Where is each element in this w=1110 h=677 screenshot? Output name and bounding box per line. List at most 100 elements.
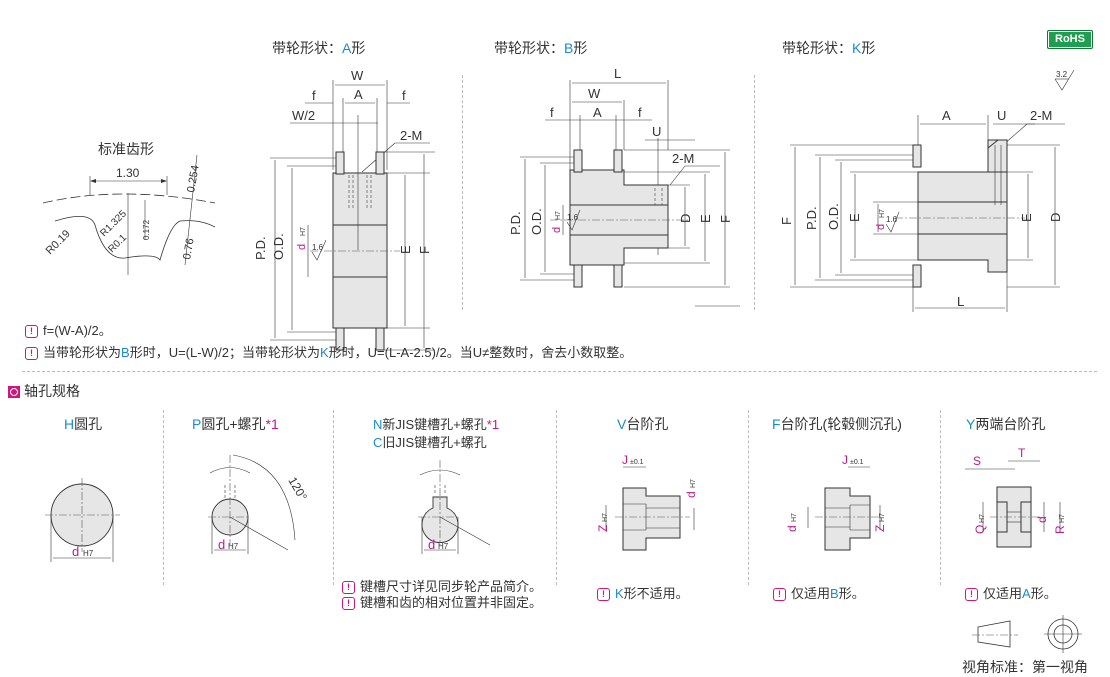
- divider: [748, 410, 749, 585]
- svg-text:d: d: [218, 537, 225, 552]
- svg-text:O.D.: O.D.: [826, 203, 841, 230]
- bore-f-note: !仅适用B形。: [773, 583, 865, 602]
- bore-type-y-title: Y两端台阶孔: [966, 416, 1046, 432]
- svg-text:d: d: [684, 491, 698, 498]
- bore-n-diagram: d H7: [418, 460, 491, 554]
- svg-text:Z: Z: [873, 525, 887, 532]
- bore-v-diagram: J ±0.1 Z H7 d H7: [596, 453, 698, 551]
- svg-text:A: A: [354, 87, 363, 102]
- divider: [940, 410, 941, 585]
- svg-text:1.6: 1.6: [886, 215, 898, 224]
- svg-text:1.6: 1.6: [567, 213, 579, 222]
- svg-text:d: d: [785, 525, 799, 532]
- bore-type-p-title: P圆孔+螺孔*1: [192, 416, 279, 432]
- svg-text:2-M: 2-M: [400, 128, 422, 143]
- note-icon: !: [342, 597, 355, 611]
- svg-text:2-M: 2-M: [672, 151, 694, 166]
- bore-n-note-2: !键槽和齿的相对位置并非固定。: [342, 592, 542, 611]
- svg-text:E: E: [698, 214, 713, 223]
- svg-text:O.D.: O.D.: [529, 208, 544, 235]
- bore-n-note-1: !键槽尺寸详见同步轮产品简介。: [342, 576, 542, 595]
- bore-type-f-title: F台阶孔(轮毂侧沉孔): [772, 416, 902, 432]
- svg-text:d: d: [296, 244, 308, 250]
- svg-text:1.6: 1.6: [312, 243, 324, 252]
- shape-title-a: 带轮形状：A形: [272, 40, 366, 56]
- svg-text:H7: H7: [228, 542, 239, 551]
- svg-text:E: E: [1019, 213, 1034, 222]
- svg-text:d: d: [72, 544, 79, 559]
- svg-text:H7: H7: [83, 549, 94, 558]
- note-icon: !: [342, 581, 355, 595]
- bore-h-diagram: d H7: [45, 478, 120, 562]
- svg-text:F: F: [417, 246, 432, 254]
- svg-text:H7: H7: [300, 227, 307, 236]
- svg-text:d: d: [1035, 516, 1049, 523]
- section-title-bore-spec: 轴孔规格: [8, 381, 80, 401]
- svg-text:H7: H7: [979, 514, 986, 523]
- svg-text:D: D: [678, 214, 693, 223]
- svg-text:D: D: [1048, 213, 1063, 222]
- svg-text:T: T: [1018, 446, 1026, 460]
- svg-text:0.172: 0.172: [142, 219, 151, 240]
- svg-text:0.254: 0.254: [185, 164, 202, 193]
- svg-text:±0.1: ±0.1: [630, 459, 644, 466]
- svg-text:P.D.: P.D.: [253, 236, 268, 260]
- svg-text:F: F: [779, 217, 794, 225]
- bore-v-note: !K形不适用。: [597, 583, 689, 602]
- note-icon: !: [25, 325, 38, 339]
- shape-title-b: 带轮形状：B形: [494, 40, 588, 56]
- pulley-shape-a-diagram: W A f f W/2 2-M P.D. O.D. d H7 1.6 E F: [253, 68, 435, 351]
- svg-text:H7: H7: [602, 513, 609, 522]
- rohs-badge: RoHS: [1047, 30, 1093, 49]
- projection-standard-label: 视角标准：第一视角: [962, 659, 1088, 675]
- svg-text:J: J: [842, 453, 848, 467]
- svg-text:U: U: [652, 124, 661, 139]
- pulley-shape-k-diagram: A U 2-M F P.D. O.D. E d H7 1.6 E D L: [779, 108, 1065, 312]
- divider: [22, 371, 1097, 372]
- note-f-formula: !f=(W-A)/2。: [25, 320, 112, 339]
- svg-text:E: E: [398, 245, 413, 254]
- bore-type-h-title: H圆孔: [64, 416, 103, 432]
- svg-text:R1.325: R1.325: [98, 208, 129, 239]
- svg-text:R0.19: R0.19: [44, 228, 73, 257]
- bore-type-c-title: C旧JIS键槽孔+螺孔: [373, 435, 487, 450]
- svg-text:H7: H7: [555, 211, 562, 220]
- svg-text:U: U: [997, 108, 1006, 123]
- svg-text:H7: H7: [791, 513, 798, 522]
- svg-text:W/2: W/2: [292, 108, 315, 123]
- svg-text:W: W: [588, 86, 601, 101]
- bore-type-n-title: N新JIS键槽孔+螺孔*1: [373, 417, 500, 432]
- svg-text:R0.1: R0.1: [106, 232, 129, 255]
- svg-text:A: A: [942, 108, 951, 123]
- svg-text:H7: H7: [879, 513, 886, 522]
- svg-text:O.D.: O.D.: [271, 233, 286, 260]
- svg-text:H7: H7: [690, 479, 697, 488]
- tooth-profile-diagram: 1.30 0.172 0.254 0.76 R0.19 R1.325 R0.1: [42, 154, 216, 275]
- shape-title-k: 带轮形状：K形: [782, 40, 876, 56]
- svg-text:1.30: 1.30: [116, 166, 140, 180]
- svg-text:L: L: [614, 66, 621, 81]
- svg-text:Z: Z: [596, 525, 610, 532]
- svg-text:2-M: 2-M: [1030, 108, 1052, 123]
- svg-text:A: A: [593, 105, 602, 120]
- divider: [462, 75, 463, 310]
- divider: [163, 410, 164, 585]
- svg-text:3.2: 3.2: [1056, 70, 1068, 79]
- svg-text:±0.1: ±0.1: [850, 459, 864, 466]
- svg-text:J: J: [622, 453, 628, 467]
- svg-text:f: f: [312, 88, 316, 103]
- svg-text:F: F: [718, 215, 733, 223]
- svg-text:R: R: [1053, 525, 1067, 534]
- divider: [754, 75, 755, 310]
- svg-text:L: L: [957, 294, 964, 309]
- svg-text:d: d: [875, 224, 887, 230]
- note-icon: !: [773, 588, 786, 602]
- svg-text:W: W: [351, 68, 364, 83]
- divider: [333, 410, 334, 585]
- svg-text:P.D.: P.D.: [804, 206, 819, 230]
- first-angle-projection-icon: [972, 615, 1082, 653]
- svg-text:f: f: [550, 105, 554, 120]
- note-icon: !: [965, 588, 978, 602]
- section-circle-icon: [8, 386, 20, 399]
- svg-text:f: f: [402, 88, 406, 103]
